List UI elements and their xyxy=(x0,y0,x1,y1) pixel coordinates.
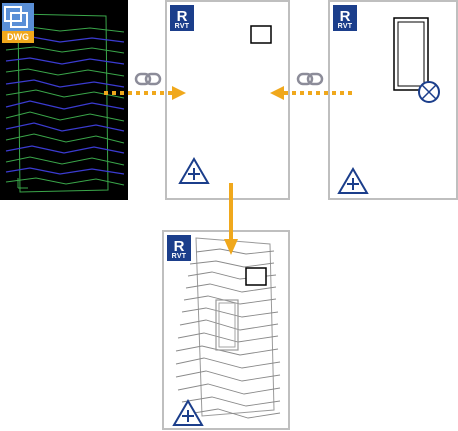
dwg-file-icon: DWG xyxy=(2,3,34,43)
project-base-point-icon xyxy=(418,81,440,103)
linked-rvt-panel: R RVT xyxy=(328,0,458,200)
rvt-badge-label: RVT xyxy=(167,253,191,261)
rvt-file-icon: R RVT xyxy=(333,5,357,31)
combined-model-drawing xyxy=(175,237,281,419)
rvt-file-icon: R RVT xyxy=(167,235,191,261)
chain-link-icon xyxy=(296,72,324,86)
svg-text:R: R xyxy=(340,8,351,25)
dwg-contour-drawing xyxy=(5,13,125,193)
rvt-file-icon: R RVT xyxy=(170,5,194,31)
chain-link-icon xyxy=(134,72,162,86)
dwg-source-panel: DWG xyxy=(0,0,128,200)
combined-rvt-panel: R RVT xyxy=(162,230,290,430)
rvt-badge-label: RVT xyxy=(170,23,194,31)
dwg-to-host-arrow xyxy=(104,86,186,100)
dwg-badge-label: DWG xyxy=(2,31,34,43)
svg-text:R: R xyxy=(174,238,185,255)
host-to-combined-arrow xyxy=(224,183,238,255)
survey-point-icon xyxy=(178,157,210,184)
host-model-drawing xyxy=(250,25,272,44)
survey-point-icon xyxy=(337,167,369,194)
rvt-badge-label: RVT xyxy=(333,23,357,31)
linked-model-drawing xyxy=(393,17,429,91)
survey-point-icon xyxy=(172,399,204,426)
host-rvt-panel: R RVT xyxy=(165,0,290,200)
svg-text:R: R xyxy=(177,8,188,25)
linked-to-host-arrow xyxy=(270,86,352,100)
